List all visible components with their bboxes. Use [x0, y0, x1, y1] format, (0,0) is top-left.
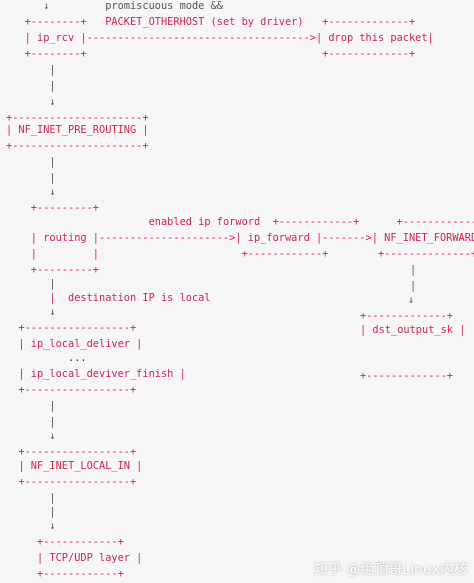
line-routing: | routing |--------------------->| ip_fo… [6, 232, 474, 244]
line-destination-local: | destination IP is local [6, 292, 211, 304]
connector: | [6, 156, 56, 168]
line-local-deliver-finish: | ip_local_deviver_finish | [6, 368, 186, 380]
connector-arrow: ↓ [408, 294, 415, 306]
connector: | [6, 64, 56, 76]
line-ip-rcv: | ip_rcv |------------------------------… [6, 32, 434, 44]
line-dst-output-bottom: +-------------+ [360, 370, 453, 382]
connector: | [6, 80, 56, 92]
line-pre-routing-top: +---------------------+ [6, 112, 149, 124]
connector: | [6, 172, 56, 184]
line-local-deliver: | ip_local_deliver | [6, 338, 143, 350]
line-local-in: | NF_INET_LOCAL_IN | [6, 460, 143, 472]
connector-arrow: ↓ [6, 430, 56, 442]
connector: | [6, 400, 56, 412]
line-local-in-top: +-----------------+ [6, 446, 137, 458]
line-ip-rcv-top: +--------+ PACKET_OTHERHOST (set by driv… [6, 16, 416, 28]
line-routing-lower: | | +------------+ +--------------+ [6, 248, 474, 260]
line-ip-rcv-bottom: +--------+ +-------------+ [6, 48, 416, 60]
connector: | [6, 506, 56, 518]
connector-arrow: ↓ [6, 306, 56, 318]
line-dst-output: | dst_output_sk | [360, 324, 466, 336]
connector: | [6, 278, 56, 290]
connector: | [410, 280, 417, 292]
connector: | [6, 416, 56, 428]
line-routing-bottom: +---------+ [6, 264, 99, 276]
line-tcp-udp: | TCP/UDP layer | [6, 552, 143, 564]
line-pre-routing-bottom: +---------------------+ [6, 140, 149, 152]
line-ellipsis: ... [6, 352, 87, 364]
line-local-deliver-bottom: +-----------------+ [6, 384, 137, 396]
connector-arrow: ↓ [6, 96, 56, 108]
connector: | [410, 264, 417, 276]
line-top-arrow: ↓ promiscuous mode && [6, 0, 223, 12]
line-tcp-udp-bottom: +------------+ [6, 568, 124, 580]
line-local-deliver-top: +-----------------+ [6, 322, 137, 334]
line-forward-label: enabled ip forword +------------+ +-----… [6, 216, 474, 228]
connector-arrow: ↓ [6, 520, 56, 532]
line-tcp-udp-top: +------------+ [6, 536, 124, 548]
line-dst-output-top: +-------------+ [360, 310, 453, 322]
line-routing-top-right: +---------+ [6, 202, 99, 214]
connector: | [6, 492, 56, 504]
line-pre-routing: | NF_INET_PRE_ROUTING | [6, 124, 149, 136]
connector-arrow: ↓ [6, 186, 56, 198]
line-local-in-bottom: +-----------------+ [6, 476, 137, 488]
watermark: 知乎 @绝顶哥Linux内核 [313, 562, 468, 578]
